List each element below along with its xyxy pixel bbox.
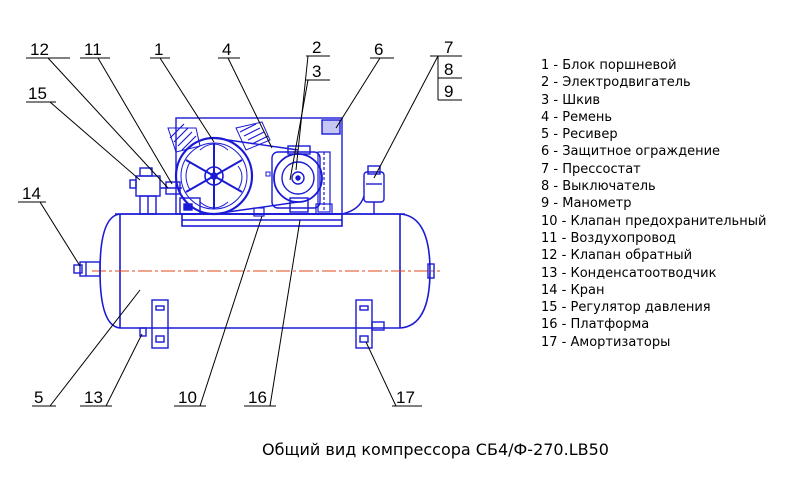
tank-end-fitting [427, 263, 435, 279]
legend-item: 15 - Регулятор давления [541, 300, 711, 316]
callout-12: 12 [30, 40, 49, 59]
legend-item: 1 - Блок поршневой [541, 58, 677, 73]
legend-item: 6 - Защитное ограждение [541, 144, 721, 160]
tank-foot-left [139, 299, 169, 349]
callout-5: 5 [34, 388, 43, 407]
callout-3: 3 [312, 62, 321, 81]
legend-item: 2 - Электродвигатель [541, 75, 691, 91]
legend-item: 5 - Ресивер [541, 127, 618, 143]
legend-item: 8 - Выключатель [541, 179, 656, 195]
protective-guard [175, 117, 343, 215]
callout-4: 4 [222, 40, 231, 59]
parts-legend: 1 - Блок поршневой 2 - Электродвигатель … [541, 57, 766, 351]
callout-11: 11 [84, 40, 102, 59]
callout-1: 1 [154, 40, 163, 59]
tank-foot-right [355, 299, 385, 349]
callout-labels: 1 2 3 4 5 6 7 8 9 10 11 12 13 14 15 16 1… [22, 38, 453, 407]
callout-6: 6 [374, 40, 383, 59]
callout-16: 16 [248, 388, 267, 407]
legend-item: 4 - Ремень [541, 109, 613, 125]
callout-14: 14 [22, 184, 41, 203]
air-line [160, 181, 201, 215]
legend-item: 14 - Кран [541, 282, 605, 298]
legend-item: 11 - Воздухопровод [541, 230, 676, 246]
pressure-regulator [129, 167, 161, 215]
callout-17: 17 [396, 388, 415, 407]
legend-item: 16 - Платформа [541, 317, 650, 333]
callout-8: 8 [444, 60, 453, 79]
pressure-switch [341, 165, 385, 215]
callout-13: 13 [84, 388, 103, 407]
callout-7: 7 [444, 38, 453, 57]
legend-item: 10 - Клапан предохранительный [541, 213, 767, 229]
legend-item: 17 - Амортизаторы [541, 334, 671, 350]
callout-15: 15 [28, 84, 47, 103]
callout-9: 9 [444, 82, 453, 101]
drawing-caption: Общий вид компрессора СБ4/Ф-270.LB50 [262, 440, 609, 459]
cylinder-heads [167, 121, 271, 153]
legend-item: 7 - Прессостат [541, 161, 641, 177]
leader-lines [18, 55, 462, 407]
legend-item: 3 - Шкив [541, 92, 601, 108]
guard-marker [265, 171, 271, 177]
callout-10: 10 [178, 388, 197, 407]
legend-item: 9 - Манометр [541, 196, 632, 212]
legend-item: 12 - Клапан обратный [541, 248, 693, 264]
motor-bracket [315, 151, 333, 215]
drain-tap [73, 261, 101, 277]
safety-valve-marker [253, 207, 265, 217]
callout-2: 2 [312, 38, 321, 57]
legend-item: 13 - Конденсатоотводчик [541, 265, 717, 281]
